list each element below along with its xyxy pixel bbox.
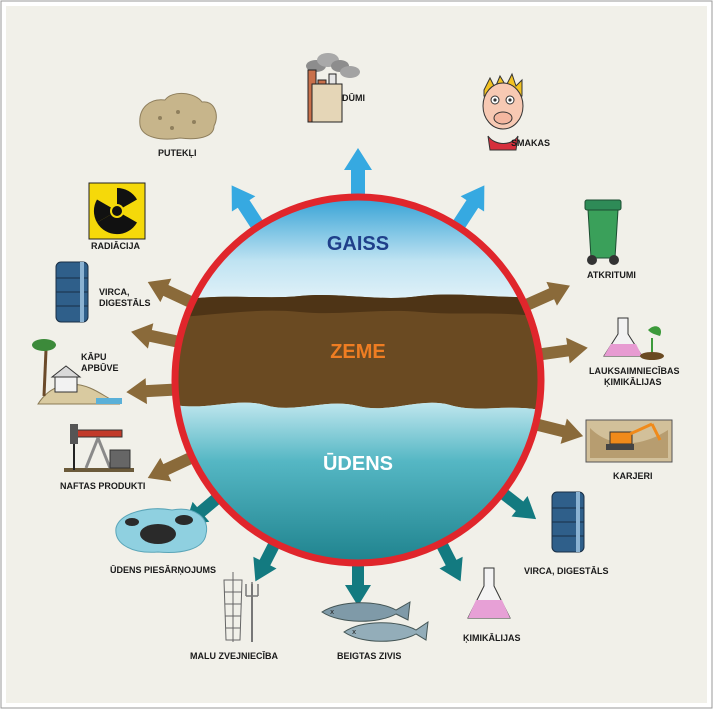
soil-layer: [177, 294, 539, 412]
radiation-icon: [88, 182, 146, 240]
silo-right-icon: [551, 491, 585, 553]
arrow-to-beigtas: [345, 550, 371, 606]
label-naftas: NAFTAS PRODUKTI: [60, 481, 146, 491]
oil-spill-icon: [115, 508, 208, 553]
flask-plant-icon: [603, 317, 664, 360]
chemical-flask-icon: [467, 567, 511, 619]
label-kimikalijas: ĶIMIKĀLIJAS: [463, 633, 521, 643]
label-karjeri: KARJERI: [613, 471, 653, 481]
label-kapu-2: APBŪVE: [81, 363, 119, 373]
water-layer: [177, 402, 539, 561]
dust-icon: [139, 93, 217, 140]
oil-pump-icon: [64, 424, 134, 472]
label-radiacija: RADIĀCIJA: [91, 241, 141, 251]
trash-bin-icon: [584, 199, 622, 265]
label-atkritumi: ATKRITUMI: [587, 270, 636, 280]
label-beigtas: BEIGTAS ZIVIS: [337, 651, 402, 661]
label-lauks-1: LAUKSAIMNIECĪBAS: [589, 366, 680, 376]
label-virca-left-1: VIRCA,: [99, 287, 130, 297]
silo-left-icon: [55, 261, 89, 323]
label-smakas: SMAKAS: [511, 138, 551, 148]
dune-house-icon: [32, 339, 122, 405]
label-udens-pies: ŪDENS PIESĀRŅOJUMS: [110, 565, 217, 575]
label-virca-left-2: DIGESTĀLS: [99, 298, 151, 308]
smelly-face-icon: [482, 72, 524, 151]
zone-earth: ZEME: [330, 341, 386, 363]
fishing-net-icon: [223, 572, 259, 642]
label-dumi: DŪMI: [342, 93, 365, 103]
soil-shade: [177, 294, 539, 318]
label-malu: MALU ZVEJNIECĪBA: [190, 651, 279, 661]
zone-water: ŪDENS: [323, 453, 393, 475]
excavator-icon: [585, 419, 673, 463]
svg-text:x: x: [352, 628, 356, 636]
label-kapu-1: KĀPU: [81, 352, 107, 362]
circle-ring: [171, 193, 545, 567]
svg-text:x: x: [330, 608, 334, 616]
zone-air: GAISS: [327, 233, 389, 255]
factory-icon: [306, 53, 360, 123]
dead-fish-icon: x x: [321, 601, 429, 642]
label-lauks-2: ĶIMIKĀLIJAS: [604, 377, 662, 387]
label-virca-right: VIRCA, DIGESTĀLS: [524, 566, 609, 576]
label-puteklji: PUTEKĻI: [158, 148, 197, 158]
